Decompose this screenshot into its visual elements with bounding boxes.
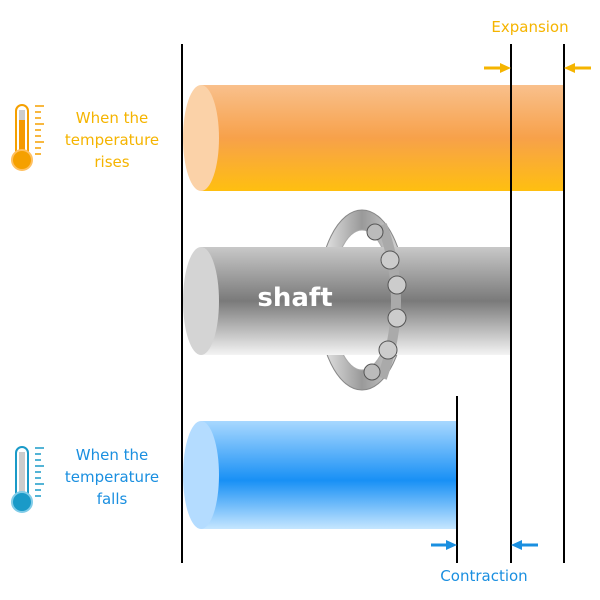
cold-shaft-cylinder <box>183 421 457 529</box>
fall-line-1: When the <box>75 446 149 464</box>
reference-lines <box>181 44 565 563</box>
shaft-cylinder <box>183 247 510 355</box>
rise-label: When the temperature rises <box>52 107 172 173</box>
rise-line-2: temperature <box>64 131 160 149</box>
fall-line-2: temperature <box>64 468 160 486</box>
rise-line-3: rises <box>94 153 130 171</box>
contraction-arrows <box>431 540 538 550</box>
thermometer-cold-icon <box>11 446 44 513</box>
bearing-balls <box>363 223 407 381</box>
shaft-label: shaft <box>257 283 333 313</box>
rise-line-1: When the <box>75 109 149 127</box>
fall-label: When the temperature falls <box>52 444 172 510</box>
expansion-arrows <box>484 63 591 73</box>
thermometer-hot-icon <box>11 104 44 171</box>
contraction-label: Contraction <box>440 567 528 585</box>
hot-shaft-cylinder <box>183 85 563 191</box>
fall-line-3: falls <box>96 490 128 508</box>
expansion-label: Expansion <box>491 18 569 36</box>
